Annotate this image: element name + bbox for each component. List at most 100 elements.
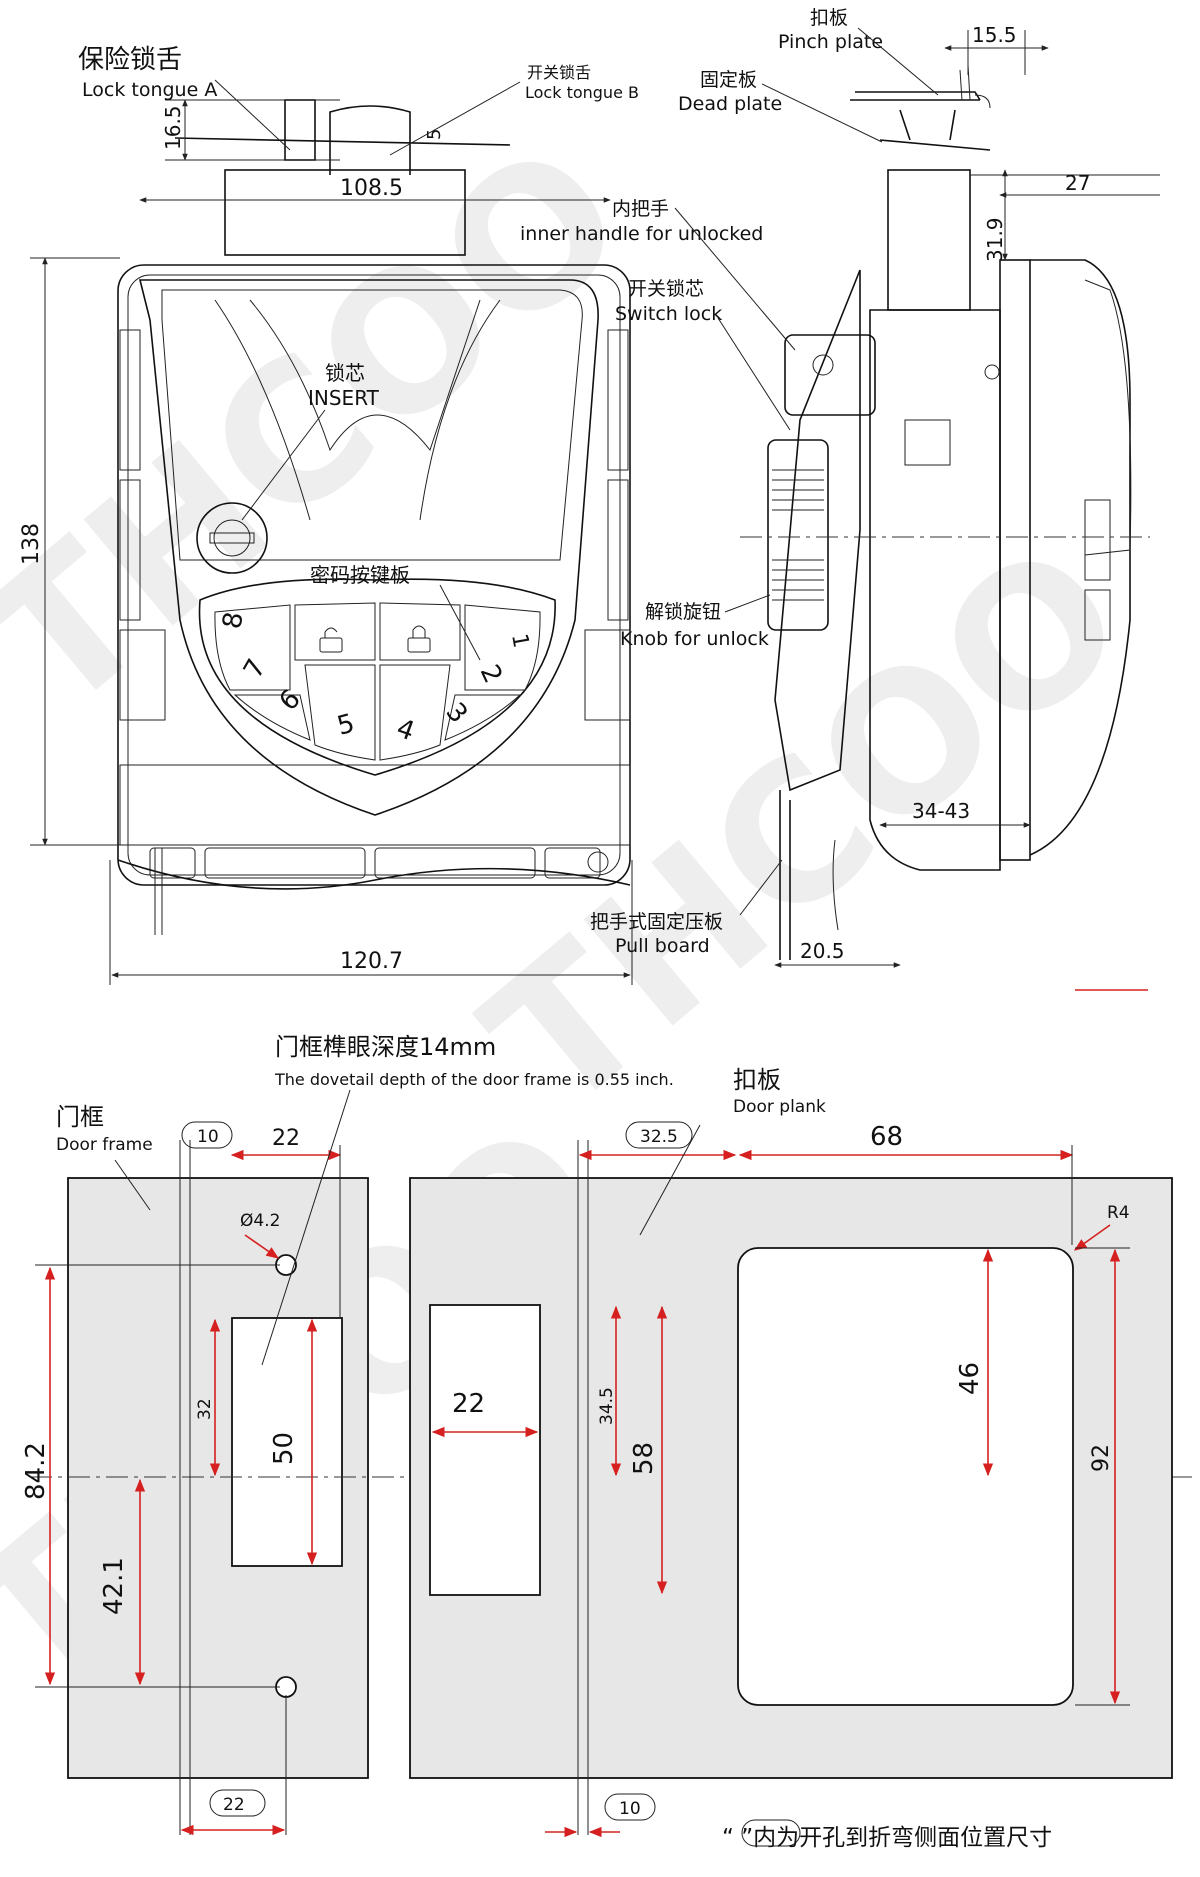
bottom-slots <box>149 847 609 879</box>
door-plank-view <box>409 1140 1173 1835</box>
label-inner-handle-cn: 内把手 <box>612 198 669 220</box>
dim-50: 50 <box>269 1432 299 1465</box>
dim-32-5: 32.5 <box>640 1127 678 1147</box>
label-lock-tongue-b-cn: 开关锁舌 <box>527 63 591 82</box>
dim-108-5: 108.5 <box>340 176 403 201</box>
dim-10-bottom: 10 <box>619 1799 641 1819</box>
back-plate <box>117 264 631 886</box>
keypad-key-8 <box>214 604 291 691</box>
knob-grip-lines <box>772 469 824 601</box>
keypad-key-7 <box>233 694 311 741</box>
dim-20-5: 20.5 <box>800 939 845 963</box>
dim-42-1: 42.1 <box>99 1557 129 1615</box>
lock-icon <box>319 627 343 653</box>
dim-22-top: 22 <box>272 1126 300 1151</box>
dim-16-5: 16.5 <box>161 105 185 150</box>
label-lock-tongue-b-en: Lock tongue B <box>525 83 639 102</box>
inner-handle-window <box>161 289 583 561</box>
dim-34-43: 34-43 <box>912 799 970 823</box>
door-plank-callouts: 扣板 Door plank <box>639 1066 826 1236</box>
lock-tongue-a <box>284 99 316 161</box>
label-door-frame-cn: 门框 <box>56 1103 104 1131</box>
label-knob-cn: 解锁旋钮 <box>645 601 721 623</box>
keypad-key-lock <box>294 602 376 661</box>
keypad-key-label: 8 <box>217 610 249 632</box>
side-faceplate <box>999 259 1031 861</box>
dim-22-bottom: 22 <box>223 1795 245 1815</box>
pinch-plate <box>850 91 981 101</box>
door-frame-mortise <box>231 1317 343 1567</box>
insert-cylinder <box>196 502 268 574</box>
front-dimensions: 16.5 5 108.5 138 120.7 <box>19 99 633 985</box>
dim-120-7: 120.7 <box>340 949 403 974</box>
keypad-key-3 <box>444 694 522 741</box>
dim-138: 138 <box>19 523 44 565</box>
front-view: 1 2 3 4 5 6 7 8 <box>117 99 631 935</box>
keypad-key-4 <box>379 664 451 761</box>
label-lock-tongue-a-cn: 保险锁舌 <box>78 45 182 75</box>
handle-housing <box>138 279 599 816</box>
keypad-key-label: 1 <box>506 632 533 650</box>
keypad-key-unlock <box>379 602 461 661</box>
dim-22-plank: 22 <box>452 1389 485 1419</box>
label-inner-handle-en: inner handle for unlocked <box>520 223 763 245</box>
dim-32: 32 <box>195 1398 215 1420</box>
footnote-text: “ ”内为开孔到折弯侧面位置尺寸 <box>722 1825 1052 1851</box>
label-door-frame-en: Door frame <box>56 1135 153 1155</box>
side-dimensions: 15.5 27 31.9 34-43 20.5 <box>774 23 1160 991</box>
keypad: 1 2 3 4 5 6 7 8 <box>198 578 556 776</box>
label-dovetail-en: The dovetail depth of the door frame is … <box>274 1070 674 1089</box>
dim-r4: R4 <box>1107 1203 1130 1223</box>
side-callouts: 扣板 Pinch plate 固定板 Dead plate 内把手 inner … <box>520 7 939 957</box>
keypad-key-label: 3 <box>440 697 474 729</box>
keypad-outline <box>198 578 556 776</box>
side-main-body <box>869 309 1001 871</box>
label-lock-tongue-a-en: Lock tongue A <box>82 79 217 101</box>
label-pull-board-cn: 把手式固定压板 <box>590 911 723 933</box>
dim-84-2: 84.2 <box>21 1442 51 1500</box>
label-switch-lock-cn: 开关锁芯 <box>628 278 704 300</box>
door-plank-small-hole <box>429 1304 541 1596</box>
dim-5: 5 <box>424 129 445 140</box>
dim-58: 58 <box>629 1442 659 1475</box>
side-slots <box>119 329 631 846</box>
label-door-plank-en: Door plank <box>733 1097 826 1117</box>
footnote: “ ”内为开孔到折弯侧面位置尺寸 <box>722 1819 1052 1851</box>
keypad-key-label: 6 <box>274 684 307 717</box>
lock-body-block <box>224 169 466 256</box>
label-knob-en: Knob for unlock <box>620 628 769 650</box>
dim-27: 27 <box>1065 171 1090 195</box>
keypad-key-6-5 <box>304 664 376 761</box>
unlock-knob <box>767 439 829 631</box>
dim-34-5: 34.5 <box>597 1387 617 1425</box>
label-door-plank-cn: 扣板 <box>733 1066 781 1094</box>
lock-tongue-b <box>329 105 411 175</box>
dim-31-9: 31.9 <box>983 217 1007 262</box>
keypad-key-1-2 <box>464 604 541 691</box>
door-plank-large-opening <box>737 1247 1074 1706</box>
dim-phi-4-2: Ø4.2 <box>240 1211 280 1231</box>
keypad-key-label: 2 <box>474 660 508 688</box>
label-pull-board-en: Pull board <box>615 935 710 957</box>
door-plank-dimensions: 32.5 68 R4 22 34.5 58 46 92 10 <box>431 1121 1130 1838</box>
label-keypad-cn: 密码按键板 <box>310 563 410 587</box>
dim-15-5: 15.5 <box>972 23 1017 47</box>
label-dovetail-cn: 门框榫眼深度14mm <box>275 1033 496 1061</box>
label-insert-cn: 锁芯 <box>325 361 365 385</box>
label-switch-lock-en: Switch lock <box>615 303 722 325</box>
side-handle-curve <box>1029 259 1131 856</box>
dim-68: 68 <box>870 1122 903 1152</box>
inner-handle <box>774 269 861 792</box>
front-callouts: 保险锁舌 Lock tongue A 开关锁舌 Lock tongue B 锁芯… <box>78 45 639 661</box>
keypad-key-label: 5 <box>334 709 358 742</box>
door-frame-dimensions: 10 22 Ø4.2 84.2 32 50 42.1 22 <box>21 1121 342 1836</box>
side-body-stem <box>887 169 971 311</box>
dim-46: 46 <box>955 1362 985 1395</box>
pull-board <box>779 790 791 960</box>
label-pinch-plate-cn: 扣板 <box>810 7 848 29</box>
dim-10-top: 10 <box>197 1127 219 1147</box>
dim-92: 92 <box>1089 1444 1114 1472</box>
label-dead-plate-en: Dead plate <box>678 93 782 115</box>
keypad-key-label: 7 <box>238 654 272 683</box>
